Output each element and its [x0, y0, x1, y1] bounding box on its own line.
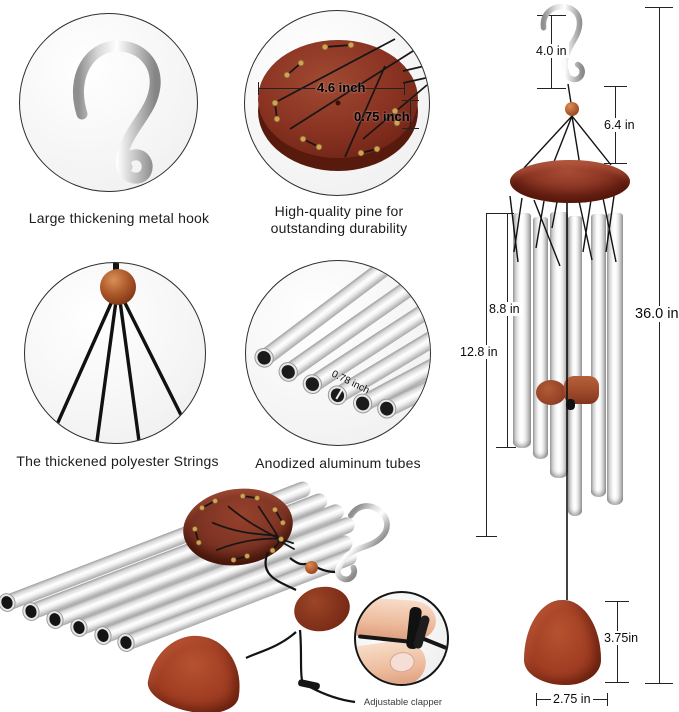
tube-open-end [251, 345, 277, 371]
pine-diameter-tick-right [404, 82, 406, 95]
adjustable-clapper-caption: Adjustable clapper [363, 697, 443, 708]
flat-wooden-bead [305, 561, 318, 574]
feature-strings-circle [24, 262, 206, 444]
chime-pine-top [510, 160, 630, 203]
dim-total-label: 36.0 in [633, 306, 679, 322]
dim-sail-w-tick-right [607, 693, 609, 706]
tube-diameter-line [335, 389, 344, 400]
dim-tubes-cap-top [486, 213, 514, 215]
adjustable-clapper-inset [354, 591, 449, 686]
feature-pine-caption: High-quality pine for outstanding durabi… [246, 203, 432, 236]
feature-pine-caption-line2: outstanding durability [270, 219, 408, 236]
pine-diameter-tick-left [258, 82, 260, 95]
tube-open-end [300, 371, 325, 397]
chime-tube-longest [568, 216, 582, 516]
thumbnail [388, 650, 416, 674]
dim-sail-h-cap-bottom [605, 682, 629, 684]
feature-tubes-caption: Anodized aluminum tubes [255, 455, 421, 471]
flat-disc-strings [192, 493, 296, 563]
chime-strings [509, 83, 617, 600]
pine-diameter-label: 4.6 inch [317, 80, 366, 95]
flat-s-hook-icon [335, 503, 390, 583]
chime-clapper-left [536, 380, 566, 405]
pine-thickness-label: 0.75 inch [354, 109, 410, 124]
pine-thickness-cap-bottom [402, 128, 419, 130]
s-hook-icon [72, 40, 161, 184]
flat-pine-disc [178, 481, 298, 573]
dim-tube-short-label: 8.8 in [487, 302, 522, 316]
feature-hook-circle [19, 13, 198, 192]
chime-clapper-knot [566, 399, 575, 410]
chime-tube [607, 213, 623, 505]
dim-total-cap-bottom [645, 683, 673, 685]
tube-open-end [0, 591, 18, 614]
dim-tube-long-cap [476, 536, 497, 538]
chime-tube [513, 213, 531, 448]
chime-wooden-bead [565, 102, 579, 116]
feature-pine-circle [244, 10, 430, 196]
dim-drop-label: 6.4 in [602, 118, 637, 132]
dim-tube-short-line [507, 213, 509, 447]
feature-hook-caption: Large thickening metal hook [28, 210, 210, 226]
dim-total-line [659, 7, 661, 683]
dim-drop-cap-bottom [604, 163, 627, 165]
pine-diameter-line-right [360, 88, 405, 90]
dim-sail-h-label: 3.75in [602, 631, 641, 645]
pine-thickness-line [410, 100, 412, 128]
feature-tubes-circle: 0.78 inch [245, 260, 431, 446]
dim-hook-label: 4.0 in [534, 44, 569, 58]
dim-tube-long-line [486, 213, 488, 536]
dim-hook-cap-bottom [537, 88, 566, 90]
chime-wind-sail [524, 600, 601, 685]
feature-pine-caption-line1: High-quality pine for [274, 203, 404, 219]
dim-tube-long-label: 12.8 in [458, 345, 500, 359]
strings-icon [53, 263, 187, 443]
feature-strings-caption: The thickened polyester Strings [16, 453, 219, 469]
pine-disc-icon [258, 38, 429, 171]
chime-tube [591, 214, 606, 497]
pine-diameter-line-left [258, 88, 315, 90]
dim-tube-short-cap [496, 447, 516, 449]
tube-open-end [276, 359, 301, 385]
chime-tube [550, 212, 568, 478]
dim-sail-w-label: 2.75 in [551, 692, 593, 706]
